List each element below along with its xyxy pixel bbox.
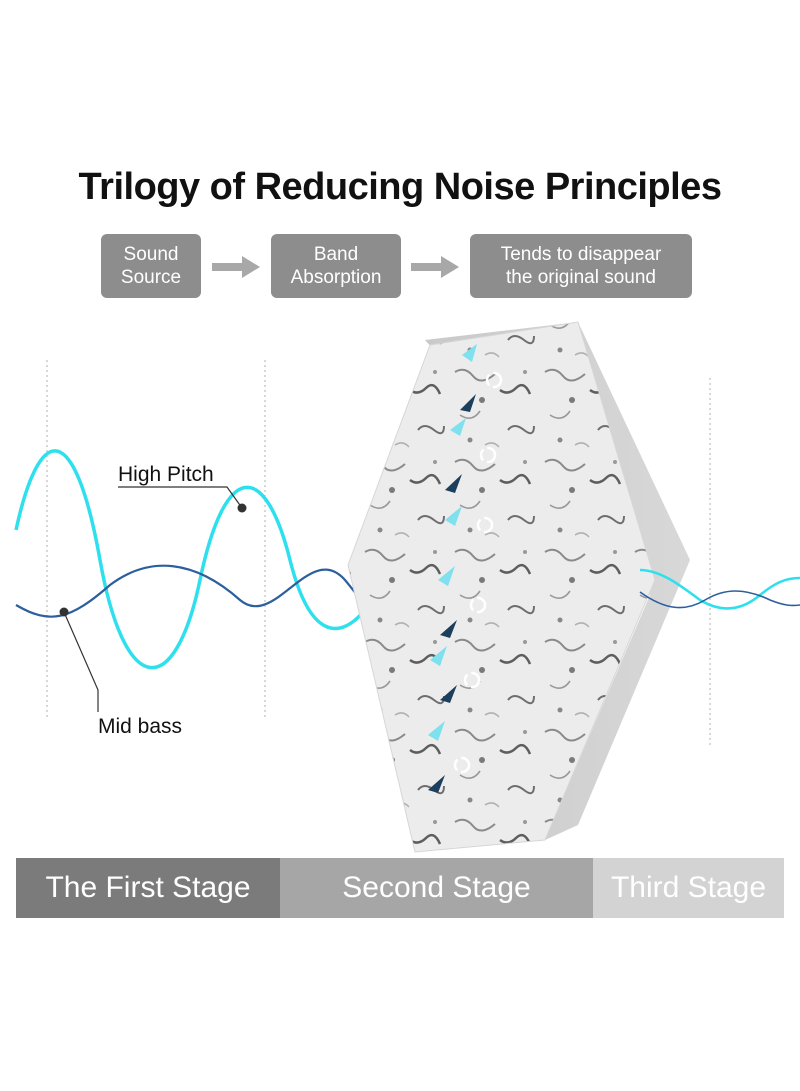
stage-first: The First Stage bbox=[16, 858, 280, 918]
callout-dot bbox=[237, 503, 247, 513]
flow-arrow-icon bbox=[411, 256, 459, 278]
arrow-icon bbox=[428, 721, 445, 741]
swirl-icon bbox=[476, 516, 494, 534]
stage-third: Third Stage bbox=[593, 858, 784, 918]
arrow-icon bbox=[445, 506, 462, 526]
stage-second: Second Stage bbox=[280, 858, 593, 918]
swirl-icon bbox=[469, 596, 487, 614]
high-pitch-label: High Pitch bbox=[118, 463, 214, 486]
arrow-icon bbox=[438, 566, 455, 586]
flow-step-label: Band Absorption bbox=[290, 244, 382, 288]
swirl-icon bbox=[453, 756, 471, 774]
mid-bass-label: Mid bass bbox=[98, 715, 183, 738]
flow-step-sound-source: Sound Source bbox=[101, 234, 201, 298]
high-pitch-wave-reduced bbox=[639, 568, 800, 610]
flow-step-label: Tends to disappear the original sound bbox=[500, 244, 662, 288]
absorption-arrows bbox=[428, 344, 503, 793]
stage-label: Second Stage bbox=[342, 871, 531, 904]
arrow-icon bbox=[450, 418, 466, 436]
mid-bass-callout bbox=[63, 611, 99, 712]
flow-step-band-absorption: Band Absorption bbox=[271, 234, 401, 298]
stage-bar: The First Stage Second Stage Third Stage bbox=[16, 858, 784, 918]
flow-arrow-icon bbox=[212, 256, 260, 278]
stage-label: The First Stage bbox=[45, 871, 251, 904]
high-pitch-callout bbox=[118, 486, 243, 509]
arrow-icon bbox=[440, 685, 457, 703]
swirl-icon bbox=[485, 371, 503, 389]
arrow-icon bbox=[440, 620, 457, 638]
arrow-icon bbox=[460, 394, 476, 412]
arrow-icon bbox=[430, 646, 447, 666]
flow-step-disappear: Tends to disappear the original sound bbox=[470, 234, 692, 298]
swirl-icon bbox=[479, 446, 497, 464]
stage-label: Third Stage bbox=[610, 871, 767, 904]
page-title: Trilogy of Reducing Noise Principles bbox=[78, 166, 722, 208]
swirl-icon bbox=[463, 671, 481, 689]
arrow-icon bbox=[462, 344, 477, 362]
mid-bass-wave-reduced bbox=[639, 590, 800, 609]
acoustic-panel bbox=[347, 321, 656, 853]
arrow-icon bbox=[428, 775, 445, 793]
panel-side bbox=[425, 322, 690, 840]
callout-dot bbox=[59, 607, 69, 617]
arrow-icon bbox=[445, 474, 462, 493]
flow-step-label: Sound Source bbox=[120, 244, 182, 288]
